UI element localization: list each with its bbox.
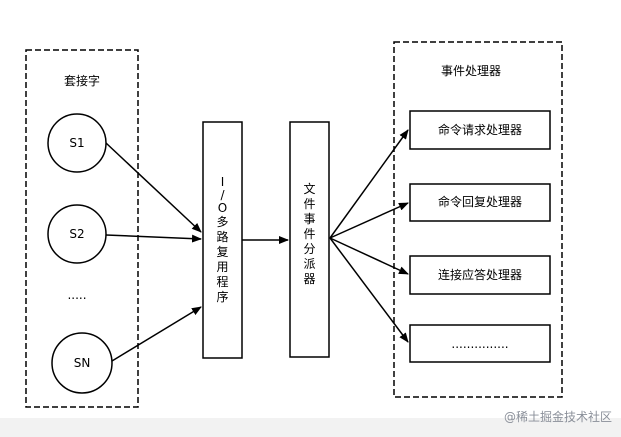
handlers-group-title: 事件处理器 xyxy=(441,64,501,78)
handler-label-command-request: 命令请求处理器 xyxy=(438,122,522,137)
io-multiplexer-label: I / O 多 路 复 用 程 序 xyxy=(216,175,228,304)
socket-label-s1: S1 xyxy=(69,136,84,150)
io-char: 复 xyxy=(216,245,228,259)
handler-label-more: ............... xyxy=(451,337,508,351)
arrow-dispatcher-to-command-request xyxy=(329,129,409,239)
dispatcher-char: 事 xyxy=(303,212,315,226)
arrow-dispatcher-to-command-reply xyxy=(329,202,409,239)
arrow-dispatcher-to-more xyxy=(329,237,409,343)
dispatcher-char: 器 xyxy=(303,272,315,286)
socket-ellipsis: ..... xyxy=(67,288,86,302)
socket-label-s2: S2 xyxy=(69,227,84,241)
io-char: / xyxy=(220,188,225,202)
handler-box-command-request xyxy=(409,110,551,150)
socket-node-s2 xyxy=(47,204,107,264)
socket-node-sn xyxy=(51,332,113,394)
socket-label-sn: SN xyxy=(74,356,91,370)
handler-label-command-reply: 命令回复处理器 xyxy=(438,194,522,209)
io-char: O xyxy=(218,201,227,215)
dispatcher-char: 件 xyxy=(303,197,315,211)
arrow-s2-to-io xyxy=(105,234,202,243)
sockets-group-title: 套接字 xyxy=(64,73,100,88)
event-dispatcher-label: 文 件 事 件 分 派 器 xyxy=(303,181,315,286)
handler-label-connect-accept: 连接应答处理器 xyxy=(438,267,522,282)
io-char: 多 xyxy=(216,215,228,229)
io-multiplexer-box xyxy=(202,121,243,359)
handler-box-connect-accept xyxy=(409,255,551,295)
dispatcher-char: 文 xyxy=(303,181,315,196)
io-char: 用 xyxy=(216,260,228,274)
watermark-text: @稀土掘金技术社区 xyxy=(504,409,612,424)
sockets-group-frame xyxy=(25,49,139,408)
event-dispatcher-box xyxy=(289,121,330,358)
io-char: 路 xyxy=(216,229,228,244)
bottom-band xyxy=(0,418,621,437)
io-char: 序 xyxy=(216,289,228,304)
handler-box-command-reply xyxy=(409,183,551,222)
io-char: 程 xyxy=(216,274,228,289)
io-char: I xyxy=(221,175,225,189)
dispatcher-char: 分 xyxy=(303,242,315,256)
arrow-dispatcher-to-connect-accept xyxy=(329,237,409,275)
arrow-s1-to-io xyxy=(105,142,202,233)
dispatcher-char: 件 xyxy=(303,227,315,241)
handler-box-more xyxy=(409,324,551,363)
arrow-sn-to-io xyxy=(111,306,202,362)
handlers-group-frame xyxy=(393,41,563,398)
dispatcher-char: 派 xyxy=(303,257,315,271)
